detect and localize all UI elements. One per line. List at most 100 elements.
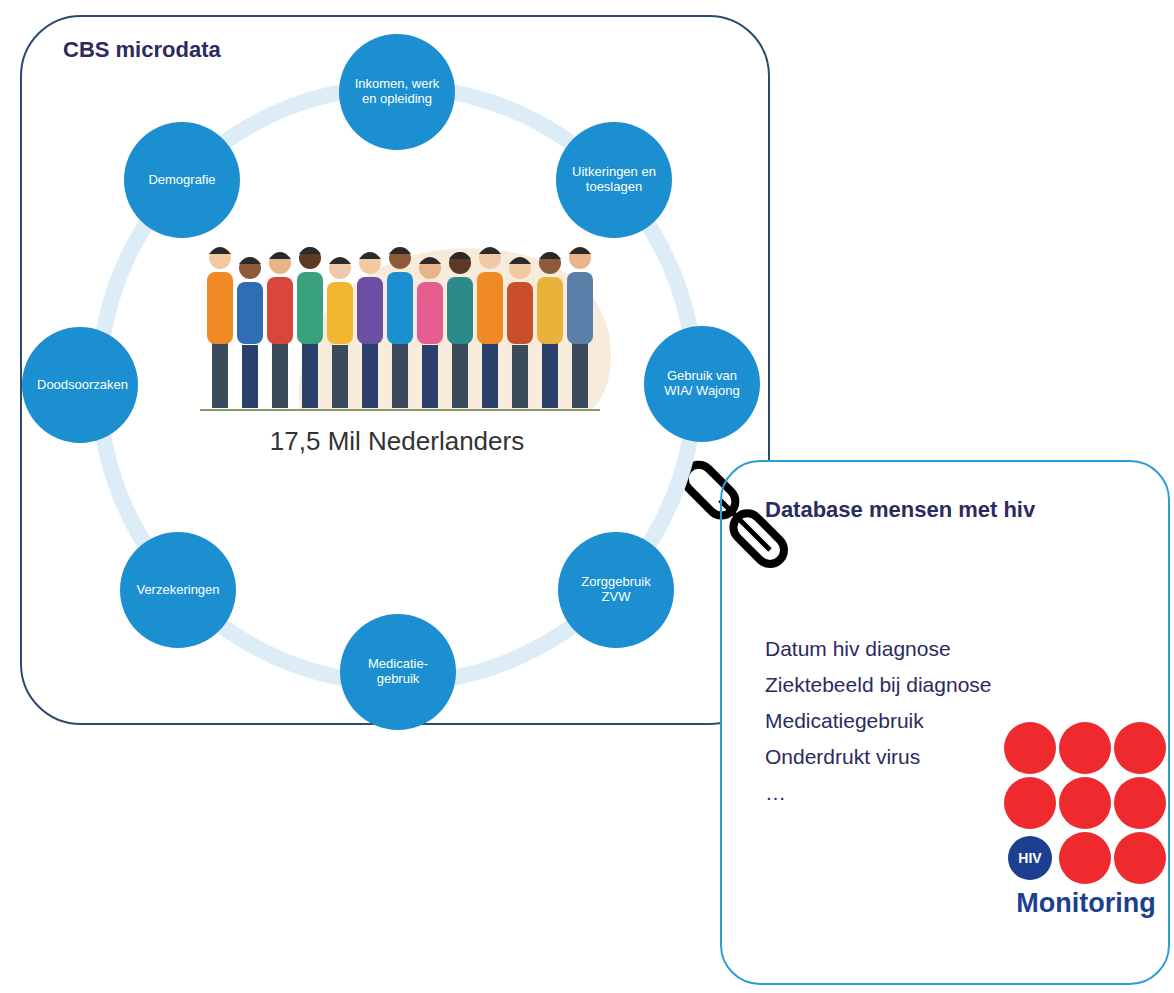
hair [239,257,261,264]
logo-dot [1004,777,1056,829]
torso [417,282,443,344]
population-label: 17,5 Mil Nederlanders [270,426,524,457]
torso [327,282,353,344]
topic-label: Demografie [148,173,215,188]
field-line: Medicatiegebruik [765,709,924,733]
topic-circle: Zorggebruik ZVW [558,532,674,648]
field-line: Datum hiv diagnose [765,637,951,661]
person-figure [537,252,563,408]
legs [422,345,438,408]
legs [272,343,288,409]
legs [392,340,408,408]
head [419,257,441,279]
head [449,252,471,274]
topic-label: Doodsoorzaken [37,378,123,393]
legs [302,340,318,408]
torso [477,272,503,344]
torso [267,277,293,344]
hair [569,247,591,254]
head [239,257,261,279]
hair [389,247,411,254]
hair [209,247,231,254]
head [539,252,561,274]
legs [242,345,258,408]
legs [512,345,528,408]
person-figure [477,247,503,408]
ring [99,87,695,683]
ground-line [200,409,600,411]
logo-hiv-dot [1008,836,1052,880]
hair [449,252,471,259]
person-figure [507,257,533,408]
logo-dot [1059,832,1111,884]
people-illustration [207,247,593,408]
logo-dot [1004,722,1056,774]
topic-circle: Gebruik van WIA/ Wajong [644,326,760,442]
torso [507,282,533,344]
torso [207,272,233,344]
person-figure [357,252,383,408]
topic-label: Gebruik van WIA/ Wajong [659,369,745,399]
torso [387,272,413,344]
topic-circle: Verzekeringen [120,532,236,648]
head [509,257,531,279]
topic-label: Zorggebruik ZVW [573,575,659,605]
hair [359,252,381,259]
topic-circle: Demografie [124,122,240,238]
torso [447,277,473,344]
hair [329,257,351,264]
hair [509,257,531,264]
panel-heading: CBS microdata [63,37,221,63]
logo-hiv-text: HIV [1018,850,1041,866]
hair [299,247,321,254]
head [269,252,291,274]
topic-circle: Inkomen, werk en opleiding [339,34,455,150]
legs [572,340,588,408]
torso [537,277,563,344]
panel-heading: Database mensen met hiv [765,496,1085,524]
hair [269,252,291,259]
data-panel: Inkomen, werk en opleidingUitkeringen en… [20,15,770,725]
logo-dot [1114,777,1166,829]
logo-dot [1059,777,1111,829]
head [389,247,411,269]
person-figure [297,247,323,408]
logo-dot [1114,722,1166,774]
head [479,247,501,269]
logo-name: Monitoring [1016,888,1155,919]
torso [357,277,383,344]
torso [567,272,593,344]
head [329,257,351,279]
legs [212,340,228,408]
head [299,247,321,269]
hair [539,252,561,259]
topic-label: Uitkeringen en toeslagen [571,165,657,195]
person-figure [327,257,353,408]
head [359,252,381,274]
person-figure [447,252,473,408]
backdrop-blob [299,248,611,410]
topic-circle: Doodsoorzaken [22,327,138,443]
logo-dot [1059,722,1111,774]
person-figure [267,252,293,408]
torso [237,282,263,344]
head [209,247,231,269]
field-line: Onderdrukt virus [765,745,920,769]
person-figure [207,247,233,408]
legs [452,343,468,409]
field-line: … [765,781,786,805]
topic-label: Inkomen, werk en opleiding [354,77,440,107]
topic-circle: Medicatie- gebruik [340,614,456,730]
person-figure [567,247,593,408]
head [569,247,591,269]
legs [542,343,558,409]
topic-circle: Uitkeringen en toeslagen [556,122,672,238]
person-figure [417,257,443,408]
hair [419,257,441,264]
field-line: Ziektebeeld bij diagnose [765,673,992,697]
torso [297,272,323,344]
topic-label: Medicatie- gebruik [355,657,441,687]
logo-dot [1114,832,1166,884]
topic-label: Verzekeringen [136,583,219,598]
